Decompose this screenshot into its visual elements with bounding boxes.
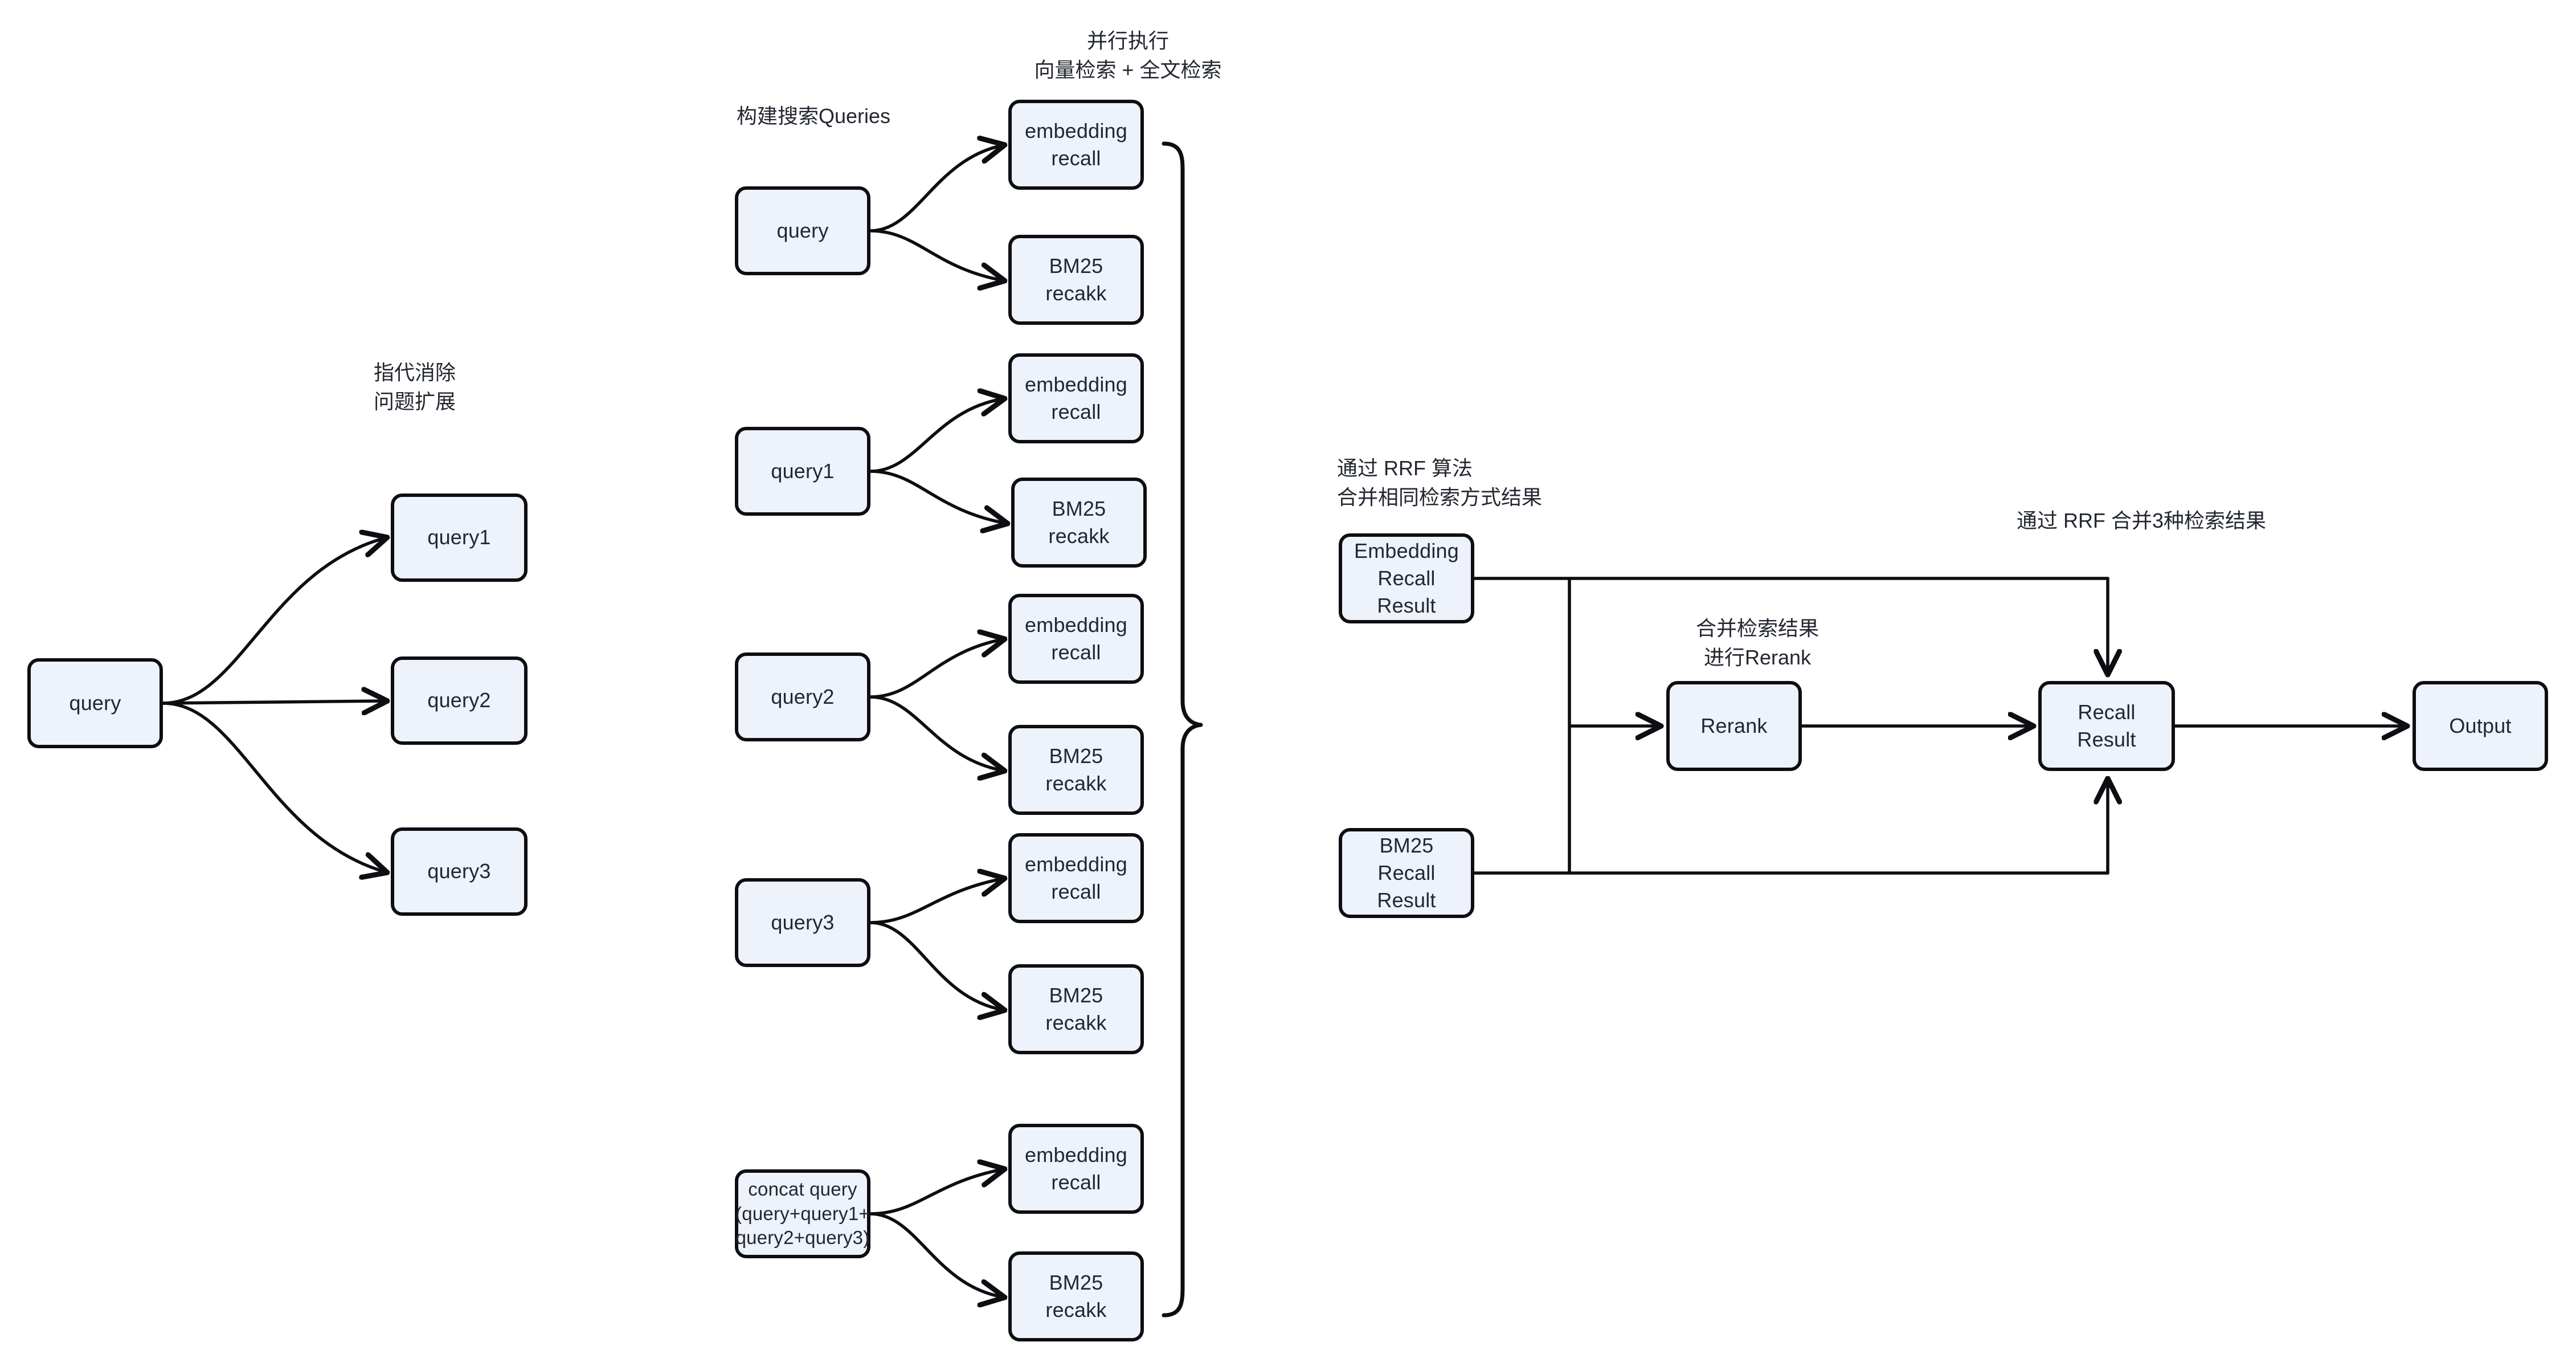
node-query2-left[interactable]: query2: [391, 656, 528, 745]
node-bm25-recall-2[interactable]: BM25 recakk: [1011, 478, 1147, 568]
node-embedding-recall-3[interactable]: embedding recall: [1008, 594, 1144, 684]
node-query-root[interactable]: query: [27, 658, 163, 748]
node-rerank[interactable]: Rerank: [1666, 681, 1802, 771]
edge-midquery1-to-bm252: [869, 470, 1005, 523]
edge-midquery3-to-bm254: [869, 921, 1003, 1010]
note-rrf-three: 通过 RRF 合并3种检索结果: [2017, 509, 2267, 532]
note-rrf-same: 通过 RRF 算法 合并相同检索方式结果: [1337, 456, 1543, 509]
node-bm25-recall-4[interactable]: BM25 recakk: [1008, 964, 1144, 1054]
node-embedding-recall-1[interactable]: embedding recall: [1008, 100, 1144, 190]
edge-midquery2-to-bm253: [869, 695, 1003, 770]
node-mid-concat-query[interactable]: concat query (query+query1+ query2+query…: [735, 1169, 870, 1258]
node-bm25-recall-3[interactable]: BM25 recakk: [1008, 725, 1144, 815]
node-query3-left[interactable]: query3: [391, 827, 528, 916]
recall-group-brace: [1162, 141, 1203, 1318]
node-embedding-recall-5[interactable]: embedding recall: [1008, 1124, 1144, 1214]
node-recall-result[interactable]: Recall Result: [2038, 681, 2175, 771]
note-parallel: 并行执行 向量检索 + 全文检索: [1034, 29, 1222, 82]
edge-midquery3-to-emb4: [869, 879, 1003, 924]
node-embedding-recall-result[interactable]: Embedding Recall Result: [1339, 533, 1474, 623]
edge-midquery-to-bm251: [869, 229, 1003, 280]
node-embedding-recall-4[interactable]: embedding recall: [1008, 833, 1144, 923]
edge-query-to-query2: [161, 701, 385, 703]
node-mid-query[interactable]: query: [735, 186, 870, 275]
node-bm25-recall-result[interactable]: BM25 Recall Result: [1339, 828, 1474, 918]
edge-concat-to-bm255: [869, 1212, 1003, 1297]
node-query1-left[interactable]: query1: [391, 494, 528, 582]
node-embedding-recall-2[interactable]: embedding recall: [1008, 353, 1144, 443]
node-output[interactable]: Output: [2413, 681, 2548, 771]
node-bm25-recall-5[interactable]: BM25 recakk: [1008, 1251, 1144, 1341]
note-merge-rerank: 合并检索结果 进行Rerank: [1695, 617, 1819, 670]
edge-midquery1-to-emb2: [869, 399, 1003, 473]
node-mid-query3[interactable]: query3: [735, 878, 870, 967]
node-bm25-recall-1[interactable]: BM25 recakk: [1008, 235, 1144, 325]
node-mid-query1[interactable]: query1: [735, 427, 870, 516]
note-build-queries: 构建搜索Queries: [737, 104, 891, 128]
edge-concat-to-emb5: [869, 1169, 1003, 1216]
note-coref: 指代消除 问题扩展: [373, 361, 456, 414]
node-mid-query2[interactable]: query2: [735, 652, 870, 741]
edge-midquery2-to-emb3: [869, 639, 1003, 699]
edge-query-to-query3: [161, 702, 385, 872]
edge-query-to-query1: [161, 538, 385, 705]
edge-midquery-to-emb1: [869, 145, 1003, 233]
